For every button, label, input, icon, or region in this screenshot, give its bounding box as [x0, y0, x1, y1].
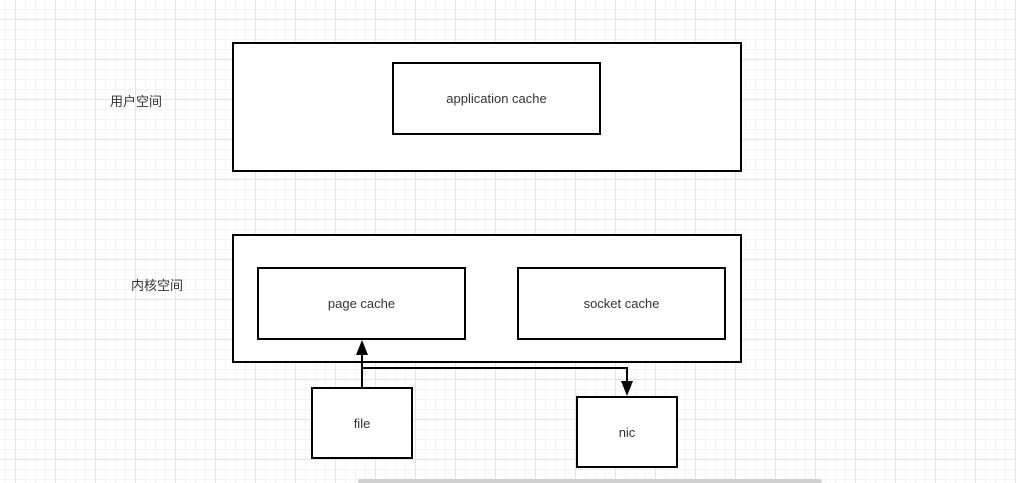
user-space-label: 用户空间 — [110, 95, 163, 110]
nic-node[interactable]: nic — [576, 396, 678, 468]
kernel-space-label: 内核空间 — [131, 279, 184, 294]
arrowhead-page_cache — [356, 340, 368, 355]
application-cache-node[interactable]: application cache — [392, 62, 601, 135]
file-node[interactable]: file — [311, 387, 413, 459]
edge-layer — [356, 340, 633, 396]
arrowhead-nic — [621, 381, 633, 396]
socket-cache-node[interactable]: socket cache — [517, 267, 726, 340]
page-cache-node[interactable]: page cache — [257, 267, 466, 340]
horizontal-scrollbar[interactable] — [358, 479, 822, 483]
edge-file-to-nic[interactable] — [362, 367, 628, 383]
